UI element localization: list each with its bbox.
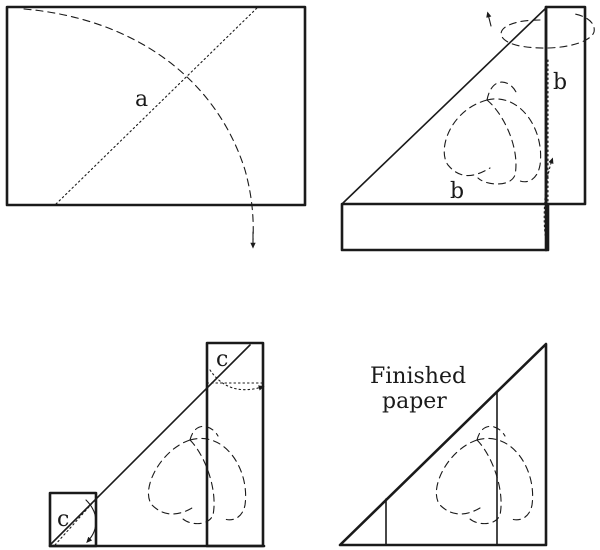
fold-label-b-bottom: b [450,179,464,204]
paper-rectangle [5,5,307,207]
lobe-top [486,81,517,101]
side-strip [544,5,587,206]
loop-arrow-top [500,13,595,49]
fold-label-a: a [135,87,148,112]
lobe-left [443,99,491,177]
lobe-right [189,437,247,521]
step-4-panel: Finished paper [338,342,548,547]
fold-arc [23,8,254,241]
fold-label-c-bottom: c [57,507,69,532]
loop-arrowhead-top [486,11,492,27]
fold-line-a [55,6,259,205]
bottom-strip [340,202,550,252]
lobe-middle [477,99,517,185]
lobe-left [147,439,193,515]
lobe-outline [443,81,542,185]
lobe-right [476,437,534,521]
caption-line-2: paper [382,389,447,414]
lobe-outline [435,425,534,525]
fold-line-c-bottom [54,498,97,546]
lobe-left [435,439,481,515]
triangle-hypotenuse [49,344,251,546]
lobe-middle [181,439,215,525]
triangle-hypotenuse [342,7,547,204]
right-strip [205,341,265,548]
step-1-panel: a [5,5,307,249]
fold-label-b-top: b [553,70,567,95]
curved-arrow-c-bottom [85,499,97,543]
fold-label-c-top: c [216,347,228,372]
curved-arrow-c-top [209,369,265,391]
lobe-top [476,425,506,441]
step-3-panel: c c [48,341,266,548]
step-2-panel: b b [340,5,595,252]
curved-arrow-bottom [543,157,554,241]
finished-triangle [338,342,548,547]
lobe-right [486,98,542,183]
lobe-top [189,425,219,441]
lobe-middle [468,439,502,525]
lobe-outline [147,425,247,525]
caption-line-1: Finished [370,364,466,389]
